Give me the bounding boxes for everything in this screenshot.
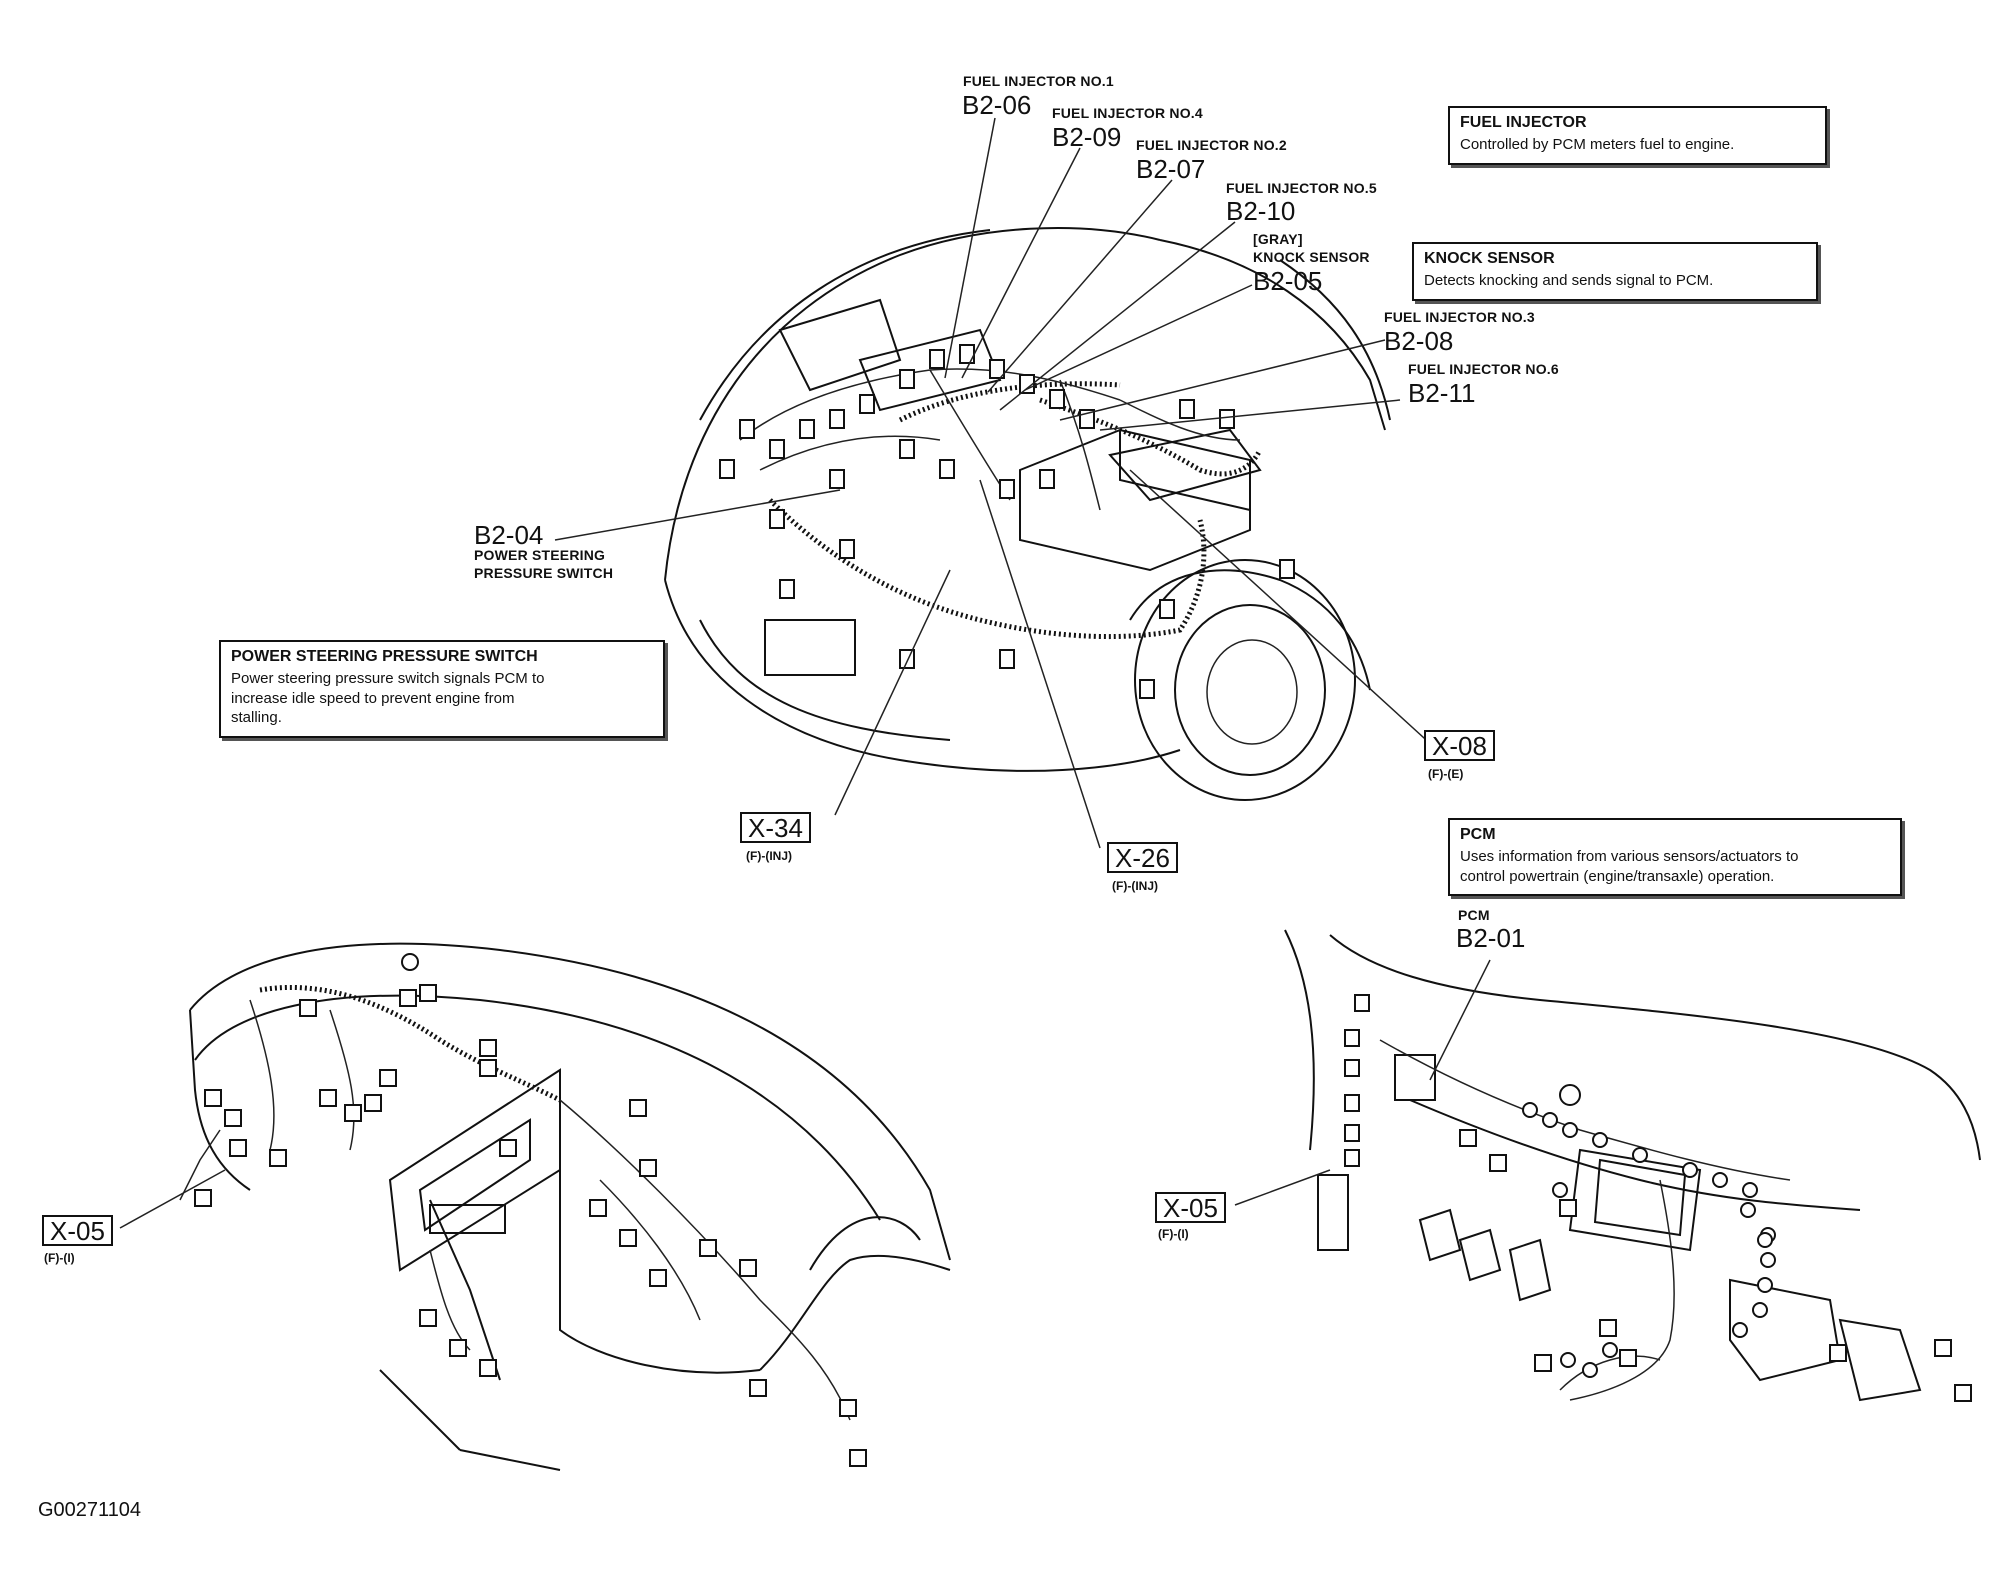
callout-knock-sensor-code: B2-05 [1253,266,1323,296]
callout-fuel-injector-2-title: FUEL INJECTOR NO.2 [1136,137,1287,153]
callout-fuel-injector-2-code: B2-07 [1136,154,1206,184]
engine-bay-illustration [664,227,1391,801]
callout-fuel-injector-4-title: FUEL INJECTOR NO.4 [1052,105,1203,121]
connector-x-34-code: X-34 [740,812,811,843]
note-knock-sensor-title: KNOCK SENSOR [1424,250,1555,267]
note-ps-switch-line-3: stalling. [231,709,282,726]
leader-b2-10 [999,221,1236,411]
callout-fuel-injector-3-title: FUEL INJECTOR NO.3 [1384,309,1535,325]
leader-b2-01 [1429,959,1491,1081]
leader-lines [119,117,1491,1229]
note-pcm: PCM Uses information from various sensor… [1448,818,1902,896]
leader-b2-08 [1059,339,1386,421]
callout-knock-sensor-color: [GRAY] [1253,231,1303,247]
connector-x-05-left-sub: (F)-(I) [44,1251,75,1265]
note-pcm-line-1: Uses information from various sensors/ac… [1460,848,1799,865]
callout-pcm-title: PCM [1458,907,1490,923]
leader-b2-07 [987,179,1173,393]
leader-x-34 [834,569,951,816]
callout-ps-switch-title-1: POWER STEERING [474,547,606,563]
leader-b2-04 [554,489,841,541]
connector-x-26-sub: (F)-(INJ) [1112,879,1158,893]
leader-x-26 [979,479,1101,849]
note-ps-switch-title: POWER STEERING PRESSURE SWITCH [231,648,538,665]
leader-b2-05 [1024,284,1253,391]
note-knock-sensor: KNOCK SENSOR Detects knocking and sends … [1412,242,1818,301]
callout-fuel-injector-6-code: B2-11 [1408,378,1476,408]
connector-x-05-right-code: X-05 [1155,1192,1226,1223]
figure-id: G00271104 [38,1499,142,1521]
note-fuel-injector-title: FUEL INJECTOR [1460,114,1587,131]
connector-x-26-code: X-26 [1107,842,1178,873]
callout-fuel-injector-1-code: B2-06 [962,90,1032,120]
leader-x-05-right [1234,1169,1331,1206]
leader-b2-11 [1099,399,1401,431]
callout-ps-switch-code: B2-04 [474,520,544,550]
callout-fuel-injector-1-title: FUEL INJECTOR NO.1 [963,73,1114,89]
dashboard-right-illustration [1284,929,1981,1402]
connector-x-08-code: X-08 [1424,730,1495,761]
note-pcm-line-2: control powertrain (engine/transaxle) op… [1460,867,1775,885]
callout-fuel-injector-5-code: B2-10 [1226,196,1296,226]
connector-x-08-sub: (F)-(E) [1428,767,1464,781]
dashboard-left-illustration [179,942,951,1471]
callout-fuel-injector-4-code: B2-09 [1052,122,1122,152]
leader-b2-06 [944,117,996,379]
callout-fuel-injector-3-code: B2-08 [1384,326,1454,356]
callout-knock-sensor-title: KNOCK SENSOR [1253,249,1370,265]
note-fuel-injector: FUEL INJECTOR Controlled by PCM meters f… [1448,106,1827,165]
connector-x-34-sub: (F)-(INJ) [746,849,792,863]
note-ps-switch-line-2: increase idle speed to prevent engine fr… [231,689,515,707]
callout-pcm-code: B2-01 [1456,923,1526,953]
note-fuel-injector-text: Controlled by PCM meters fuel to engine. [1460,136,1735,153]
callout-fuel-injector-6-title: FUEL INJECTOR NO.6 [1408,361,1559,377]
callout-ps-switch-title-2: PRESSURE SWITCH [474,565,614,581]
note-ps-switch-line-1: Power steering pressure switch signals P… [231,670,545,687]
leader-b2-09 [961,147,1081,379]
note-ps-switch: POWER STEERING PRESSURE SWITCH Power ste… [219,640,665,738]
note-knock-sensor-text: Detects knocking and sends signal to PCM… [1424,272,1714,289]
callout-fuel-injector-5-title: FUEL INJECTOR NO.5 [1226,180,1377,196]
leader-x-08 [1129,469,1436,749]
connector-x-05-right-sub: (F)-(I) [1158,1227,1189,1241]
leader-x-05-left [119,1169,226,1229]
note-pcm-title: PCM [1460,826,1496,843]
connector-x-05-left-code: X-05 [42,1215,113,1246]
